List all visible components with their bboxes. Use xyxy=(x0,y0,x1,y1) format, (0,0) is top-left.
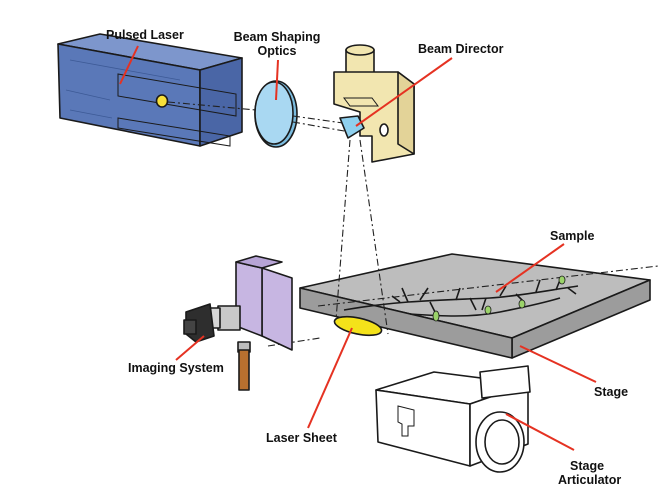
leaf xyxy=(558,275,566,285)
branch-twig-2 xyxy=(455,285,507,311)
leader-stage xyxy=(519,345,597,383)
leader-laser-sheet xyxy=(307,327,353,429)
branch-twig-3 xyxy=(515,279,577,303)
camera-handle xyxy=(238,349,250,391)
beam-director-front xyxy=(397,71,415,155)
leader-imaging-system xyxy=(175,335,205,361)
leader-sample xyxy=(495,243,565,293)
articulator-side xyxy=(375,389,471,467)
leader-lines xyxy=(119,45,597,451)
leader-stage-articulator xyxy=(505,413,575,451)
imaging-system xyxy=(183,255,293,391)
label-beam-shaping: Beam Shaping xyxy=(234,30,321,44)
sample-axis-line xyxy=(317,265,659,307)
stage xyxy=(299,253,651,359)
pulsed-laser-texture xyxy=(65,59,181,119)
camera-lens-barrel xyxy=(217,305,241,331)
label-stage-articulator-1: Stage xyxy=(570,459,604,473)
optics-lens xyxy=(254,81,294,145)
articulator-upper-block xyxy=(479,365,531,399)
label-imaging-system: Imaging System xyxy=(128,361,224,375)
camera-bellows-top xyxy=(235,255,283,269)
leaf xyxy=(518,299,526,309)
beam-optics-to-director-lower xyxy=(292,121,351,133)
pulsed-laser xyxy=(57,33,243,147)
leaf xyxy=(432,310,440,322)
pulsed-laser-front xyxy=(199,57,243,147)
beam-director-notch xyxy=(343,97,379,107)
beam-director-hole xyxy=(379,123,389,137)
label-beam-shaping-optics: Optics xyxy=(258,44,297,58)
label-pulsed-laser: Pulsed Laser xyxy=(106,28,184,42)
laser-aperture xyxy=(155,94,169,108)
sheet-beam-right xyxy=(359,139,389,335)
camera-grip xyxy=(183,319,197,335)
articulator-lock-symbol xyxy=(397,405,415,437)
beam-shaping-optics xyxy=(254,80,298,148)
articulator-knob-inner xyxy=(484,419,520,465)
sheet-beam-left xyxy=(335,139,351,321)
labels: Pulsed Laser Beam Shaping Optics Beam Di… xyxy=(106,28,628,487)
leaf xyxy=(484,305,492,315)
pulsed-laser-panel-upper xyxy=(117,73,237,117)
leader-beam-director xyxy=(355,57,453,127)
laser-sheet xyxy=(333,315,383,337)
label-laser-sheet: Laser Sheet xyxy=(266,431,338,445)
branch-twig-1 xyxy=(391,287,437,315)
camera-axis-line xyxy=(267,337,321,347)
label-stage: Stage xyxy=(594,385,628,399)
beam-director-cylinder-top xyxy=(345,44,375,56)
label-beam-director: Beam Director xyxy=(418,42,504,56)
beam-director xyxy=(333,44,415,163)
stage-left-edge xyxy=(299,287,513,359)
stage-articulator xyxy=(375,365,531,473)
camera-bellows-plate xyxy=(261,267,293,351)
beam-director-mirror xyxy=(339,115,365,139)
label-stage-articulator-2: Articulator xyxy=(558,473,621,487)
leader-pulsed-laser xyxy=(119,45,139,85)
sample-leaves xyxy=(432,275,566,322)
label-sample: Sample xyxy=(550,229,595,243)
leader-beam-shaping xyxy=(275,59,279,101)
beam-optics-to-director xyxy=(292,115,351,125)
pulsed-laser-panel-lower xyxy=(117,117,231,147)
